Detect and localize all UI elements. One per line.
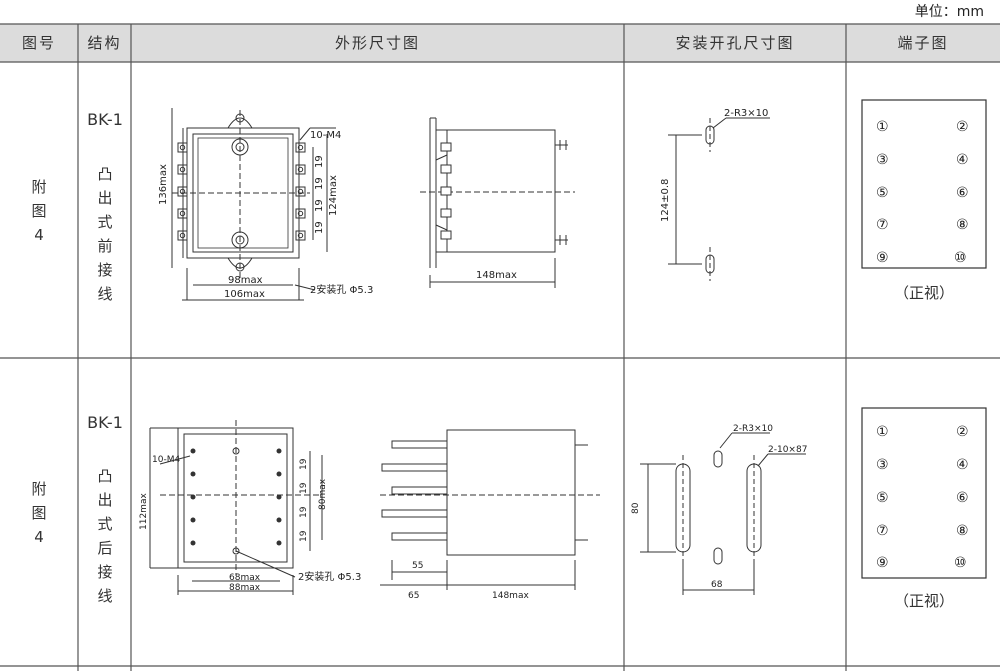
terminal-5-r2: ⑤: [876, 490, 889, 506]
model-1: BK-1: [87, 110, 123, 129]
dim-width-mount-2: 68: [711, 580, 723, 590]
dim-screws-1: 10-M4: [310, 130, 341, 141]
rear-terminals-left-2: [190, 448, 196, 546]
fig-no-1: 附 图 4: [31, 178, 47, 244]
fig-no-2: 附 图 4: [31, 480, 47, 546]
dim-pitch-1a: 19: [314, 155, 325, 168]
side-terminal-studs-2: [381, 440, 448, 541]
mounting-dimensions-1: 2-R3×10 124±0.8: [660, 108, 768, 222]
terminal-view-1: （正视）: [893, 284, 954, 302]
dim-pitch-2d: 19: [299, 530, 309, 542]
dim-stud-2: 55: [412, 561, 423, 571]
terminal-8-r2: ⑧: [956, 523, 969, 539]
dim-slot-1: 2-R3×10: [724, 108, 768, 119]
header-terminal: 端子图: [897, 34, 949, 52]
table-grid: [0, 23, 1000, 671]
side-terminal-studs-1: [440, 142, 452, 240]
dim-inner-width-2: 68max: [229, 573, 261, 583]
mounting-cutout-1: [668, 117, 770, 281]
outline-dimensions-2: 10-M4 112max 80max 19 19 19 19 68max 88m…: [139, 455, 529, 601]
dim-inner-height-2: 80max: [318, 478, 328, 510]
terminal-6-r1: ⑥: [956, 185, 969, 201]
outline-side-view-1: [420, 117, 575, 288]
outline-front-view-2: [149, 420, 323, 595]
terminal-numbers-1: ① ② ③ ④ ⑤ ⑥ ⑦ ⑧ ⑨ ⑩: [876, 119, 969, 266]
header-fig-no: 图号: [21, 34, 56, 52]
terminal-10-r2: ⑩: [954, 555, 967, 571]
dim-pitch-2b: 19: [299, 482, 309, 494]
terminal-8-r1: ⑧: [956, 217, 969, 233]
dim-height-1: 136max: [158, 164, 169, 205]
dim-pitch-1d: 19: [314, 221, 325, 234]
mounting-cutout-2: [640, 432, 806, 595]
terminal-box-1: [861, 99, 987, 269]
terminal-10-r1: ⑩: [954, 250, 967, 266]
terminal-7-r1: ⑦: [876, 217, 889, 233]
dim-holes-2: 2安装孔 Φ5.3: [298, 570, 361, 583]
terminal-3-r2: ③: [876, 457, 889, 473]
outline-dimensions-1: 10-M4 136max 124max 19 19 19 19 98max 10…: [158, 130, 517, 300]
terminal-9-r2: ⑨: [876, 555, 889, 571]
dim-stud-total-2: 65: [408, 591, 419, 601]
header-mounting: 安装开孔尺寸图: [675, 34, 795, 52]
front-terminals-left-1: [177, 142, 188, 241]
terminal-1-r1: ①: [876, 119, 889, 135]
dim-slot-2: 2-R3×10: [733, 424, 773, 434]
terminal-4-r2: ④: [956, 457, 969, 473]
rear-terminals-right-2: [276, 448, 282, 546]
dim-long-slot-2: 2-10×87: [768, 445, 807, 455]
dim-holes-1: 2安装孔 Φ5.3: [310, 283, 373, 296]
terminal-box-2: [861, 407, 987, 579]
terminal-3-r1: ③: [876, 152, 889, 168]
terminal-2-r2: ②: [956, 424, 969, 440]
terminal-2-r1: ②: [956, 119, 969, 135]
dim-height-2: 112max: [139, 493, 149, 530]
dim-width-1: 106max: [224, 289, 265, 300]
terminal-numbers-2: ① ② ③ ④ ⑤ ⑥ ⑦ ⑧ ⑨ ⑩: [876, 424, 969, 571]
dim-inner-height-1: 124max: [328, 175, 339, 216]
terminal-7-r2: ⑦: [876, 523, 889, 539]
header-outline: 外形尺寸图: [334, 34, 420, 52]
header-structure: 结构: [87, 34, 122, 52]
terminal-6-r2: ⑥: [956, 490, 969, 506]
dim-pitch-1c: 19: [314, 199, 325, 212]
structure-1: 凸 出 式 前 接 线: [97, 165, 113, 303]
dim-spacing-2: 80: [631, 502, 641, 514]
mounting-dimensions-2: 2-R3×10 2-10×87 80 68: [631, 424, 807, 590]
dim-pitch-2a: 19: [299, 458, 309, 470]
terminal-1-r2: ①: [876, 424, 889, 440]
dim-screws-2: 10-M4: [152, 455, 180, 465]
terminal-9-r1: ⑨: [876, 250, 889, 266]
front-terminals-right-1: [295, 142, 306, 241]
model-2: BK-1: [87, 413, 123, 432]
terminal-5-r1: ⑤: [876, 185, 889, 201]
dim-spacing-1: 124±0.8: [660, 179, 671, 222]
dim-depth-1: 148max: [476, 270, 517, 281]
header-band: [0, 24, 1000, 62]
terminal-4-r1: ④: [956, 152, 969, 168]
structure-2: 凸 出 式 后 接 线: [97, 467, 113, 605]
dim-width-2: 88max: [229, 583, 261, 593]
unit-label: 单位：mm: [914, 4, 984, 20]
terminal-view-2: （正视）: [893, 592, 954, 610]
dim-depth-2: 148max: [492, 591, 529, 601]
dim-pitch-1b: 19: [314, 177, 325, 190]
dim-pitch-2c: 19: [299, 506, 309, 518]
dim-inner-width-1: 98max: [228, 275, 263, 286]
